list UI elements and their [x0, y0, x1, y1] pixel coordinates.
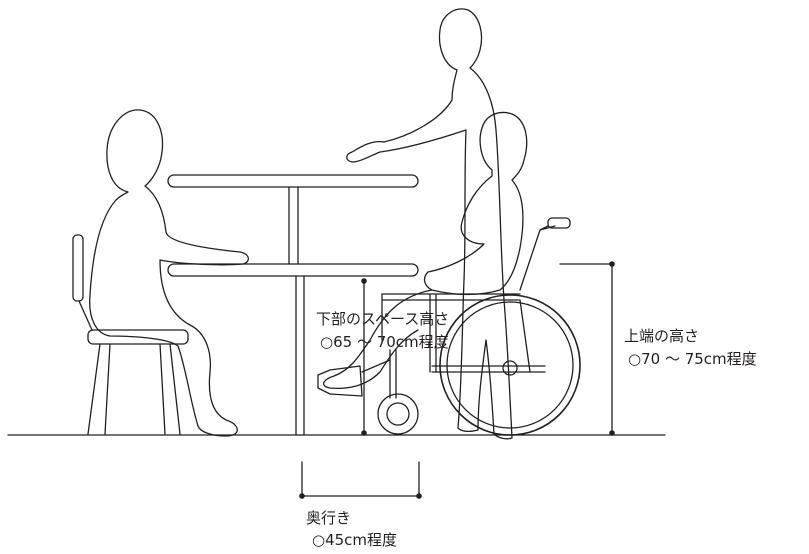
wheelchair-rear-wheel-inner — [446, 301, 574, 429]
wheelchair-rear-wheel-outer — [439, 294, 581, 436]
depth-left-dot — [299, 493, 305, 499]
lower-space-bottom-dot — [361, 430, 367, 436]
chair-leg-4 — [169, 343, 181, 435]
lower-space-top-dot — [361, 278, 367, 284]
table — [167, 174, 419, 436]
lower-space-value: ○65 ～ 70cm程度 — [320, 333, 449, 351]
top-height-value: ○70 ～ 75cm程度 — [628, 350, 757, 368]
top-height-bottom-dot — [609, 430, 615, 436]
dimension-top-height — [559, 261, 615, 436]
top-height-title: 上端の高さ — [624, 327, 700, 345]
wheelchair-caster-inner — [386, 402, 410, 426]
depth-value: ○45cm程度 — [312, 531, 398, 549]
depth-title: 奥行き — [306, 509, 352, 527]
chair-backrest — [72, 234, 84, 302]
dimension-depth — [299, 461, 422, 499]
standing-person — [346, 8, 513, 440]
chair-leg-1 — [87, 343, 101, 435]
top-height-top-dot — [609, 261, 615, 267]
depth-right-dot — [416, 493, 422, 499]
chair-back-post — [78, 300, 93, 331]
table-top — [167, 174, 419, 188]
wheelchair-user — [323, 111, 528, 390]
chair — [72, 234, 189, 435]
table-underside-board — [167, 263, 419, 277]
dimension-lower-space — [361, 278, 367, 436]
wheelchair-footrest — [317, 359, 391, 397]
seated-person — [89, 109, 249, 437]
wheelchair-caster-outer — [377, 393, 419, 435]
lower-space-title: 下部のスペース高さ — [316, 310, 450, 328]
chair-leg-3 — [159, 343, 166, 435]
chair-leg-2 — [104, 343, 111, 435]
chair-seat — [87, 329, 189, 345]
wheelchair-push-handle — [547, 217, 571, 229]
wheelchair-hub — [502, 360, 518, 376]
